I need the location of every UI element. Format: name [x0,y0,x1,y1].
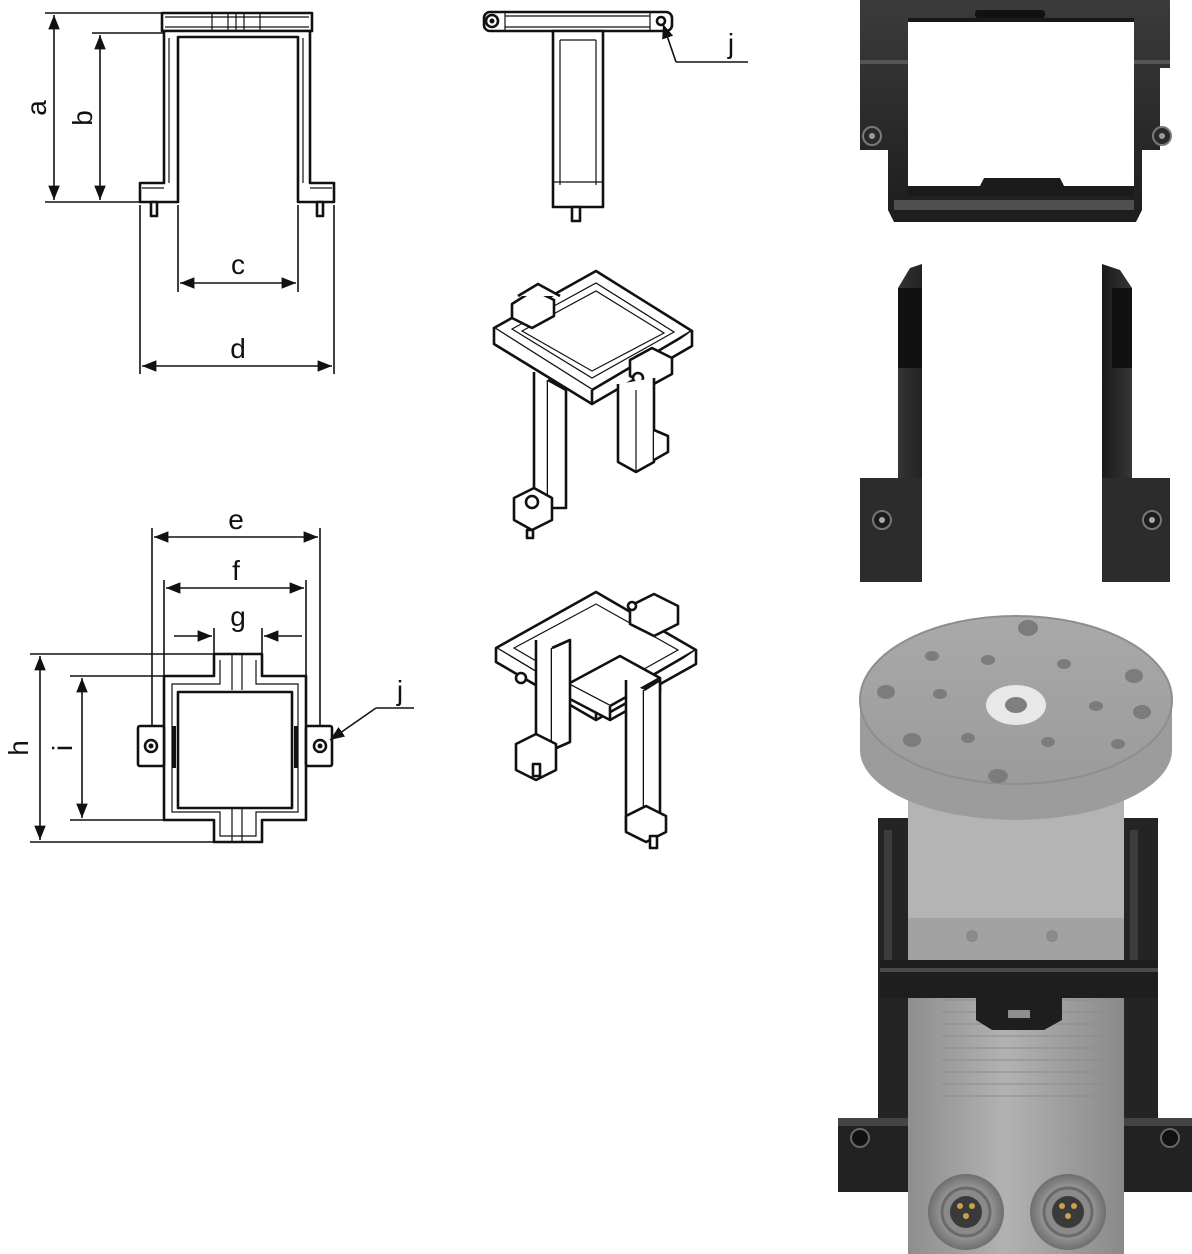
side-view-j-leader [662,23,748,63]
dim-label-a: a [21,100,52,116]
photo-bracket-legs [860,264,1170,582]
dim-label-c: c [231,249,245,280]
dim-label-d: d [230,333,246,364]
photo-assembled-motor [838,615,1192,1254]
dim-label-i: i [47,745,78,751]
isometric-view-top [492,269,694,540]
plan-view-drawing [136,652,334,844]
dim-label-h: h [3,740,34,756]
dim-label-e: e [228,504,244,535]
dim-label-j-plan: j [396,675,403,706]
dim-label-f: f [232,555,240,586]
dim-label-j-side: j [727,28,734,59]
front-view-dimensions [45,12,335,374]
dim-label-g: g [230,601,246,632]
plan-view-dimensions [30,528,414,843]
front-view-drawing [138,11,336,218]
dim-label-b: b [67,110,98,126]
photo-bracket-top [860,0,1172,222]
isometric-view-bottom [494,590,698,850]
side-view-drawing [482,10,674,223]
